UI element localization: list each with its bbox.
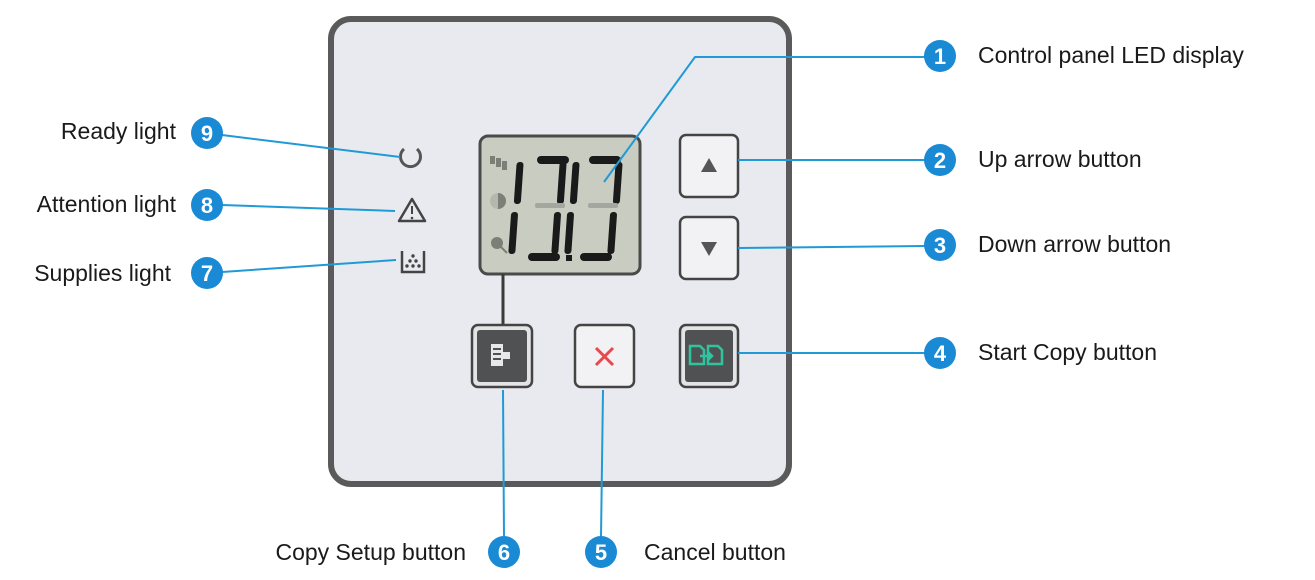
svg-text:Start Copy button: Start Copy button: [978, 339, 1157, 365]
svg-text:1: 1: [934, 44, 946, 69]
callout-5: 5 Cancel button: [585, 536, 786, 568]
start-copy-icon: [688, 344, 724, 366]
copy-setup-button[interactable]: [470, 323, 534, 389]
svg-text:Control panel LED display: Control panel LED display: [978, 42, 1244, 68]
svg-text:4: 4: [934, 341, 947, 366]
svg-text:9: 9: [201, 121, 213, 146]
svg-text:Ready light: Ready light: [61, 118, 177, 144]
copies-icon: [490, 156, 507, 170]
led-display: [478, 134, 642, 276]
callout-9: 9 Ready light: [61, 117, 223, 149]
cancel-button[interactable]: [573, 323, 636, 389]
svg-text:5: 5: [595, 540, 607, 565]
svg-text:Up arrow button: Up arrow button: [978, 146, 1142, 172]
ready-light-icon: [399, 147, 422, 169]
callout-3: 3 Down arrow button: [924, 229, 1171, 261]
start-copy-button[interactable]: [678, 323, 740, 389]
svg-text:2: 2: [934, 148, 946, 173]
svg-text:7: 7: [201, 261, 213, 286]
svg-text:3: 3: [934, 233, 946, 258]
up-arrow-icon: [701, 158, 717, 172]
contrast-icon: [490, 193, 506, 209]
callout-1: 1 Control panel LED display: [924, 40, 1244, 72]
svg-text:8: 8: [201, 193, 213, 218]
svg-text:Attention light: Attention light: [37, 191, 177, 217]
svg-text:Down arrow button: Down arrow button: [978, 231, 1171, 257]
attention-light-icon: [397, 197, 427, 223]
cancel-x-icon: [594, 346, 615, 367]
seven-segment-digits: [508, 156, 623, 261]
svg-text:Cancel button: Cancel button: [644, 539, 786, 565]
callout-7: 7 Supplies light: [34, 257, 223, 289]
supplies-light-icon: [400, 251, 426, 274]
callout-8: 8 Attention light: [37, 189, 223, 221]
copy-setup-icon: [491, 344, 510, 366]
leader-lines: [221, 56, 926, 538]
down-arrow-icon: [701, 242, 717, 256]
reduce-enlarge-icon: [491, 237, 508, 254]
svg-text:6: 6: [498, 540, 510, 565]
callout-6: 6 Copy Setup button: [275, 536, 520, 568]
callout-4: 4 Start Copy button: [924, 337, 1157, 369]
svg-text:Supplies light: Supplies light: [34, 260, 171, 286]
down-arrow-button[interactable]: [678, 215, 740, 281]
up-arrow-button[interactable]: [678, 133, 740, 199]
callout-2: 2 Up arrow button: [924, 144, 1142, 176]
svg-text:Copy Setup button: Copy Setup button: [275, 539, 466, 565]
